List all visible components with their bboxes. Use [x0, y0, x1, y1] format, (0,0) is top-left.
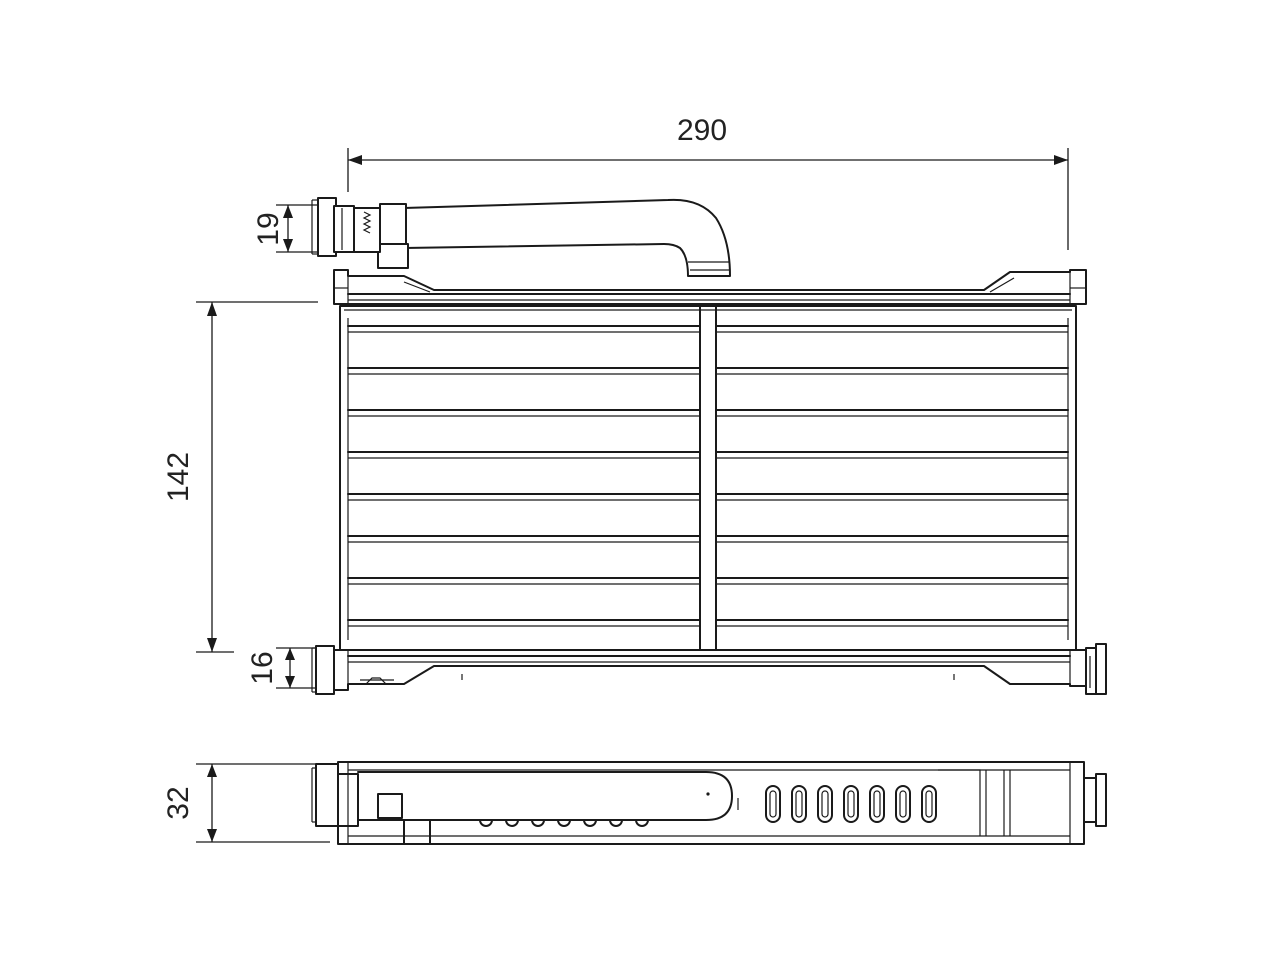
dimension-depth-label: 32: [162, 786, 195, 819]
dimension-depth: 32: [162, 763, 330, 843]
heat-exchanger-core: [339, 305, 1077, 651]
dimension-height: 142: [162, 301, 318, 653]
slot-row-lower: [479, 819, 649, 827]
dimension-width-label: 290: [677, 114, 727, 147]
outlet-fitting-right: [1085, 643, 1107, 695]
inlet-pipe: [311, 197, 731, 277]
dimension-outlet-pipe-label: 16: [246, 651, 279, 684]
bottom-header-tank: [333, 649, 1087, 691]
outlet-fitting-left: [311, 645, 335, 695]
dimension-width: 290: [347, 114, 1069, 250]
core-tubes: [347, 325, 1069, 627]
dimension-height-label: 142: [162, 452, 195, 502]
dimension-inlet-pipe-label: 19: [252, 212, 285, 245]
dimension-inlet-pipe: 19: [252, 204, 318, 253]
front-view: [311, 197, 1107, 695]
slot-row-upper: [765, 785, 937, 823]
side-view: [311, 761, 1107, 845]
top-header-tank: [333, 269, 1087, 305]
